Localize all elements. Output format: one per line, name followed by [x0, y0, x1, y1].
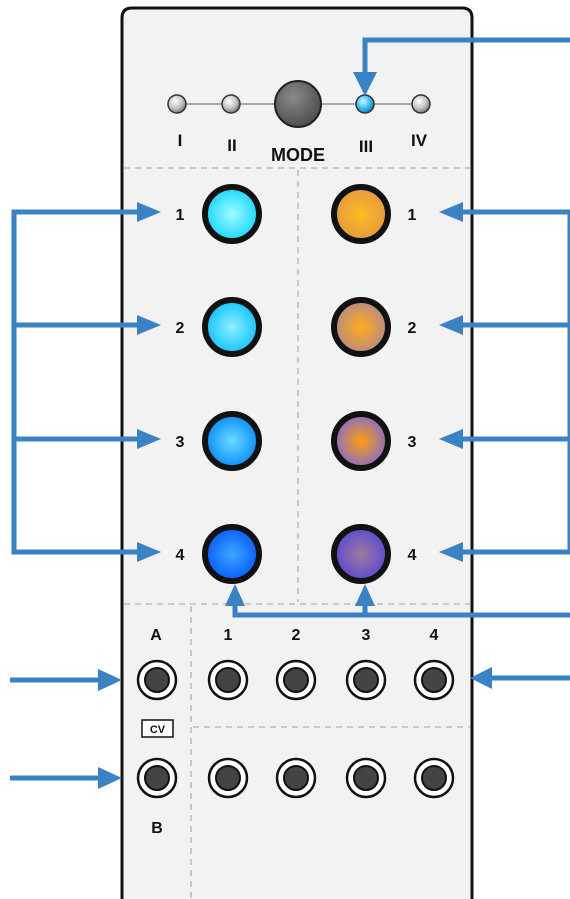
left-button-label-2: 2 [176, 320, 185, 337]
right-button-column: 1 2 3 4 [331, 184, 417, 584]
arrowhead [137, 315, 161, 335]
arrowhead [470, 667, 492, 689]
left-button-label-3: 3 [176, 434, 185, 451]
jack-top-4[interactable] [413, 659, 455, 701]
left-button-4[interactable] [202, 524, 262, 584]
arrowhead [439, 542, 463, 562]
cv-label: CV [150, 724, 166, 736]
jack-input-a[interactable] [136, 659, 178, 701]
right-button-2[interactable] [331, 297, 391, 357]
mode-label: MODE [271, 145, 325, 165]
right-button-3[interactable] [331, 411, 391, 471]
jack-column-label-4: 4 [430, 627, 439, 644]
left-button-1[interactable] [202, 184, 262, 244]
left-button-label-4: 4 [176, 547, 185, 564]
jack-row-top [136, 659, 455, 701]
arrowhead [439, 202, 463, 222]
mode-led-label-3: III [359, 137, 373, 156]
mode-knob[interactable] [274, 80, 322, 128]
arrowhead [225, 584, 245, 606]
right-button-label-2: 2 [408, 320, 417, 337]
jack-top-2[interactable] [275, 659, 317, 701]
jack-bottom-3[interactable] [345, 757, 387, 799]
arrow-right-bracket [460, 209, 570, 555]
jack-bottom-4[interactable] [413, 757, 455, 799]
jack-row-bottom [136, 757, 455, 799]
right-button-4[interactable] [331, 524, 391, 584]
mode-led-4 [411, 94, 431, 114]
mode-led-label-2: II [227, 136, 236, 155]
jack-input-b[interactable] [136, 757, 178, 799]
arrowhead [98, 767, 122, 789]
right-button-label-4: 4 [408, 547, 417, 564]
jack-top-3[interactable] [345, 659, 387, 701]
cv-label-box: CV [141, 719, 174, 738]
right-button-label-1: 1 [408, 207, 417, 224]
mode-led-2 [221, 94, 241, 114]
arrowhead [439, 429, 463, 449]
jack-column-label-1: 1 [224, 627, 233, 644]
annotation-arrows [10, 37, 570, 781]
right-button-1[interactable] [331, 184, 391, 244]
left-button-2[interactable] [202, 297, 262, 357]
input-a-label: A [150, 627, 162, 644]
mode-led-3 [355, 94, 375, 114]
mode-led-label-4: IV [411, 131, 428, 150]
panel-dividers [124, 167, 470, 899]
jack-section: A 1 2 3 4 CV B [136, 627, 455, 837]
arrowhead [98, 669, 122, 691]
arrow-mode-led [362, 37, 570, 74]
right-button-label-3: 3 [408, 434, 417, 451]
mode-led-label-1: I [178, 131, 183, 150]
arrowhead [355, 584, 375, 606]
left-button-column: 1 2 3 4 [176, 184, 262, 584]
left-button-3[interactable] [202, 411, 262, 471]
input-b-label: B [151, 820, 163, 837]
jack-bottom-1[interactable] [207, 757, 249, 799]
arrowhead [137, 202, 161, 222]
arrowhead [353, 72, 377, 96]
mode-selector: I II MODE III IV [167, 80, 431, 165]
mode-led-1 [167, 94, 187, 114]
jack-column-label-3: 3 [362, 627, 371, 644]
jack-top-1[interactable] [207, 659, 249, 701]
arrow-left-bracket [11, 209, 138, 555]
arrowhead [137, 429, 161, 449]
arrowhead [439, 315, 463, 335]
arrowhead [137, 542, 161, 562]
jack-column-label-2: 2 [292, 627, 301, 644]
arrow-heads [98, 72, 492, 789]
jack-bottom-2[interactable] [275, 757, 317, 799]
left-button-label-1: 1 [176, 207, 185, 224]
